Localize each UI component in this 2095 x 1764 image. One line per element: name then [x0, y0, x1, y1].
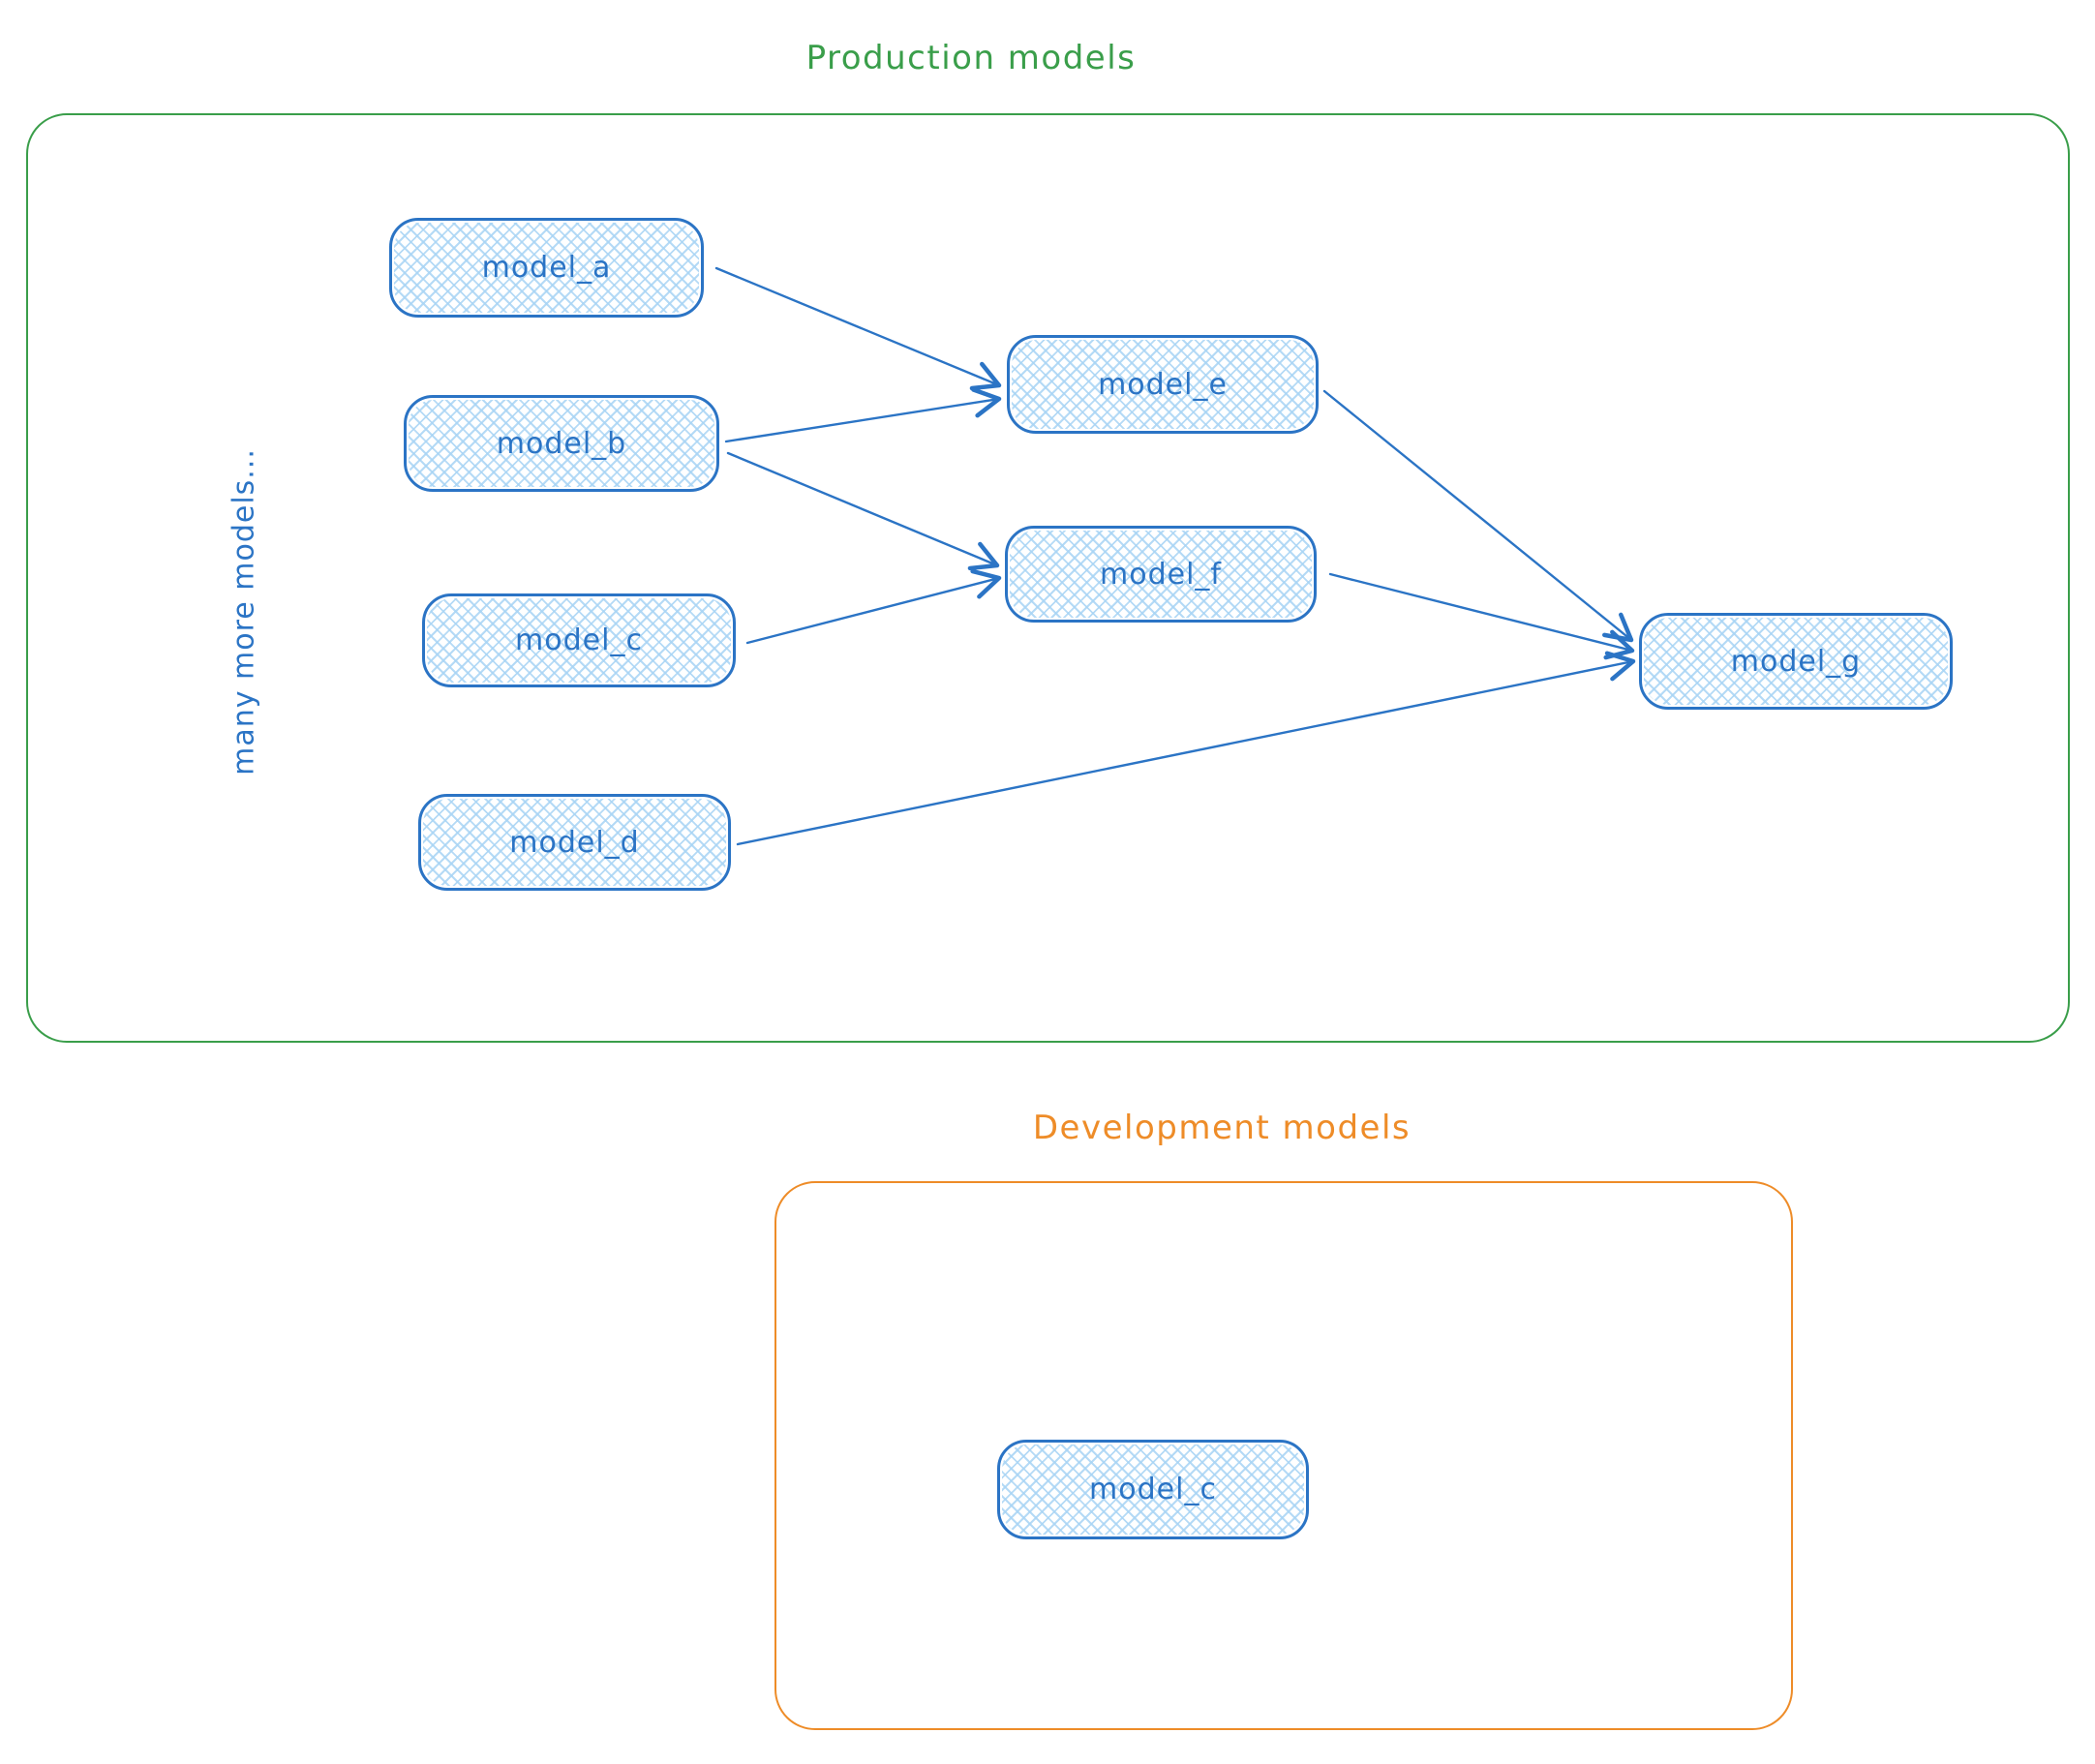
- node-label: model_e: [1098, 367, 1228, 402]
- node-model_c: model_c: [422, 593, 736, 687]
- node-model_b: model_b: [404, 395, 719, 492]
- node-model_c_dev: model_c: [997, 1440, 1309, 1539]
- node-label: model_d: [509, 825, 640, 860]
- node-model_f: model_f: [1005, 526, 1317, 623]
- production-group-title: Production models: [805, 39, 1137, 77]
- node-model_d: model_d: [418, 794, 731, 891]
- node-model_a: model_a: [389, 218, 704, 318]
- node-label: model_f: [1100, 557, 1222, 592]
- node-label: model_a: [481, 251, 612, 285]
- development-group-title: Development models: [1032, 1109, 1412, 1147]
- node-label: model_c: [515, 623, 643, 657]
- node-model_e: model_e: [1007, 335, 1319, 434]
- many-more-models-note: many more models...: [227, 448, 261, 776]
- development-group-box: [774, 1181, 1793, 1730]
- node-label: model_b: [496, 426, 627, 461]
- node-model_g: model_g: [1639, 613, 1953, 710]
- node-label: model_c: [1089, 1473, 1217, 1506]
- production-group-box: [26, 113, 2070, 1043]
- node-label: model_g: [1730, 644, 1862, 679]
